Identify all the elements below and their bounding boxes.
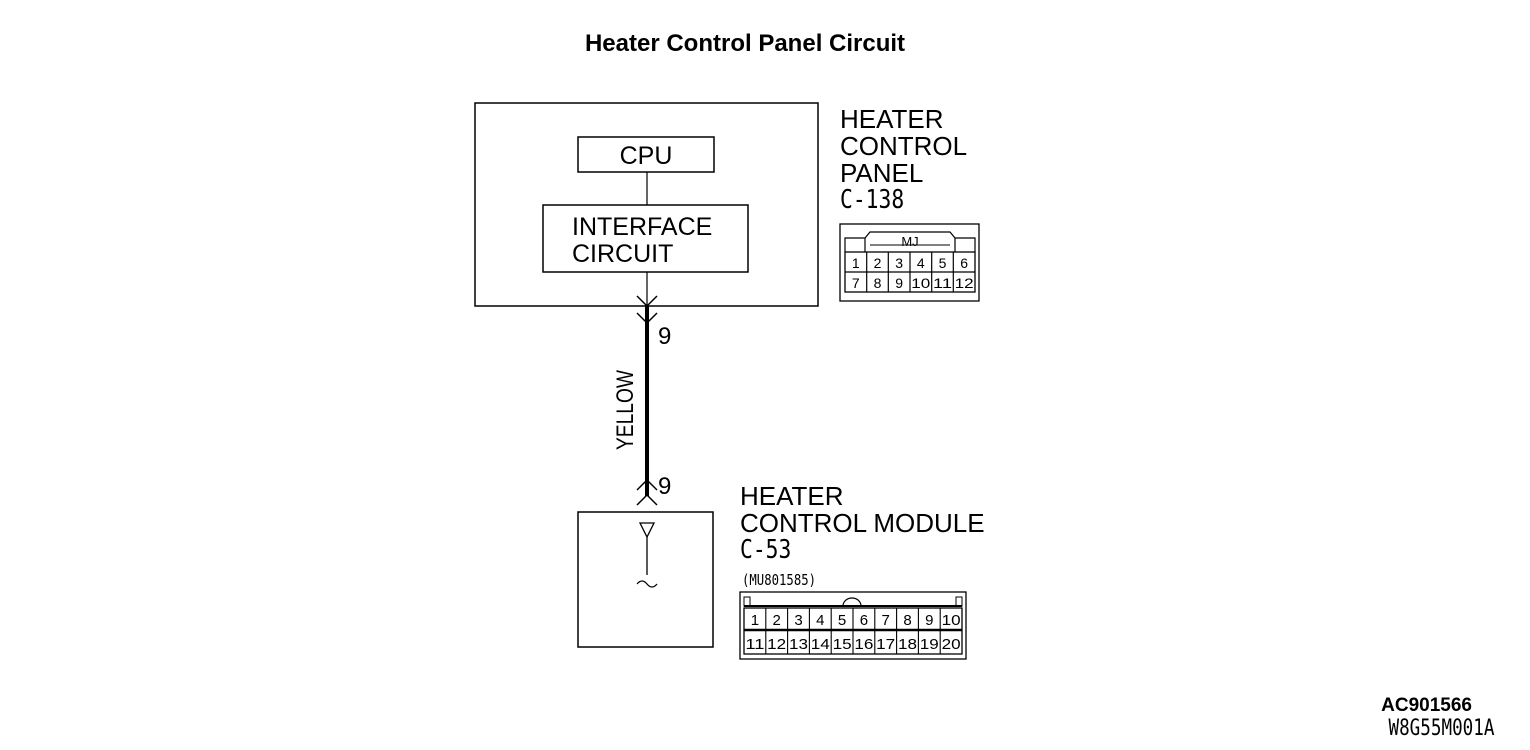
reference-code-1: AC901566 [1381, 695, 1472, 716]
connector-c53-diagram [739, 591, 967, 660]
c138-pin: 2 [874, 255, 882, 271]
c138-pin: 12 [955, 275, 974, 291]
c138-pin: 6 [960, 255, 968, 271]
c53-pin: 10 [942, 612, 961, 629]
c53-pin: 9 [925, 612, 933, 629]
c53-pin: 1 [751, 612, 759, 629]
c53-pin: 13 [789, 636, 808, 653]
cpu-box [577, 136, 715, 173]
c53-pin: 19 [920, 636, 939, 653]
module-name-line2: CONTROL MODULE [740, 508, 985, 538]
panel-name-line1: HEATER [840, 104, 944, 134]
c138-pin: 1 [852, 255, 860, 271]
c53-pin: 2 [773, 612, 781, 629]
c53-pin: 12 [767, 636, 786, 653]
c53-pin: 4 [816, 612, 824, 629]
c53-pin: 20 [942, 636, 961, 653]
wire-color-label: YELLOW [611, 370, 639, 450]
module-name-line1: HEATER [740, 481, 844, 511]
c53-pin: 15 [833, 636, 852, 653]
connector-chevron-bottom [636, 478, 658, 491]
c53-pin: 18 [898, 636, 917, 653]
c53-pin: 6 [860, 612, 868, 629]
c138-pin: 8 [874, 275, 882, 291]
c138-pin: 5 [939, 255, 947, 271]
panel-name-line2: CONTROL [840, 131, 968, 161]
wire-pin-bottom: 9 [658, 473, 671, 500]
c138-pin: 11 [933, 275, 952, 291]
connector-chevron-bottom-2 [636, 493, 658, 506]
c53-pin: 14 [811, 636, 830, 653]
wire-pin-top: 9 [658, 323, 671, 350]
c138-pin: 7 [852, 275, 860, 291]
tilde-symbol-icon [636, 580, 658, 588]
c53-pin: 8 [903, 612, 911, 629]
cpu-label: CPU [620, 142, 673, 170]
interface-label-line2: CIRCUIT [572, 240, 673, 268]
connector-c53-pins: 1 2 3 4 5 6 7 8 9 10 11 12 13 14 15 16 1… [745, 612, 960, 653]
connector-c138-pins: 1 2 3 4 5 6 7 8 9 10 11 12 [852, 255, 974, 291]
connector-c138-header: MJ [901, 234, 918, 249]
panel-name-label: HEATER CONTROL PANEL C-138 [840, 106, 967, 214]
interface-circuit-box [542, 204, 749, 273]
c138-pin: 10 [911, 275, 930, 291]
input-triangle-icon [638, 522, 656, 539]
c53-pin: 5 [838, 612, 846, 629]
c53-pin: 3 [794, 612, 802, 629]
module-name-label: HEATER CONTROL MODULE C-53 [740, 483, 985, 564]
interface-label-line1: INTERFACE [572, 213, 712, 241]
c138-pin: 9 [895, 275, 903, 291]
connector-c138-diagram [839, 223, 980, 302]
module-part-number: (MU801585) [742, 571, 817, 589]
c53-pin: 16 [854, 636, 873, 653]
c53-pin: 17 [876, 636, 895, 653]
c138-pin: 4 [917, 255, 925, 271]
c53-pin: 7 [882, 612, 890, 629]
heater-control-module-box [577, 511, 714, 648]
c138-pin: 3 [895, 255, 903, 271]
panel-connector-id: C-138 [840, 185, 905, 215]
diagram-title: Heater Control Panel Circuit [584, 30, 906, 57]
c53-pin: 11 [745, 636, 764, 653]
module-connector-id: C-53 [740, 535, 792, 565]
panel-name-line3: PANEL [840, 158, 924, 188]
reference-code-2: W8G55M001A [1388, 716, 1494, 741]
